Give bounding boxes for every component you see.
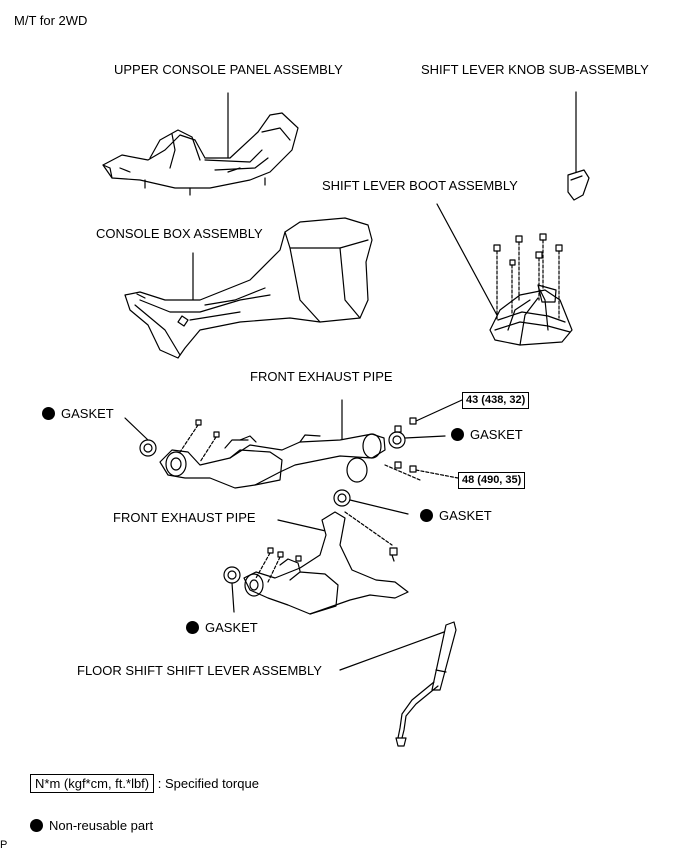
gasket-label-3: GASKET — [420, 508, 492, 523]
console-box-drawing — [124, 217, 373, 359]
variant-label: M/T for 2WD — [14, 13, 88, 28]
torque-legend-text: : Specified torque — [157, 776, 259, 791]
upper-console-panel-drawing — [102, 92, 299, 196]
non-reusable-dot-icon — [186, 621, 199, 634]
gasket-ring-3 — [333, 489, 409, 515]
non-reusable-legend: Non-reusable part — [30, 818, 153, 833]
non-reusable-dot-icon — [451, 428, 464, 441]
gasket-label-4: GASKET — [186, 620, 258, 635]
non-reusable-dot-icon — [42, 407, 55, 420]
torque-legend: N*m (kgf*cm, ft.*lbf) : Specified torque — [30, 774, 259, 793]
upper-console-panel-label: UPPER CONSOLE PANEL ASSEMBLY — [114, 62, 343, 77]
non-reusable-dot-icon — [30, 819, 43, 832]
torque-unit-box: N*m (kgf*cm, ft.*lbf) — [30, 774, 155, 793]
shift-knob-drawing — [567, 91, 590, 201]
front-exhaust-pipe-2-drawing — [223, 511, 409, 615]
floor-shift-lever-drawing — [339, 621, 457, 747]
gasket-label-1: GASKET — [42, 406, 114, 421]
torque-spec-1: 43 (438, 32) — [462, 392, 530, 409]
shift-knob-label: SHIFT LEVER KNOB SUB-ASSEMBLY — [421, 62, 649, 77]
console-box-label: CONSOLE BOX ASSEMBLY — [96, 226, 263, 241]
shift-boot-drawing — [436, 203, 573, 346]
gasket-label-2: GASKET — [451, 427, 523, 442]
front-exhaust-pipe-2-label: FRONT EXHAUST PIPE — [113, 510, 256, 525]
floor-shift-lever-label: FLOOR SHIFT SHIFT LEVER ASSEMBLY — [77, 663, 322, 678]
front-exhaust-pipe-1-label: FRONT EXHAUST PIPE — [250, 369, 393, 384]
front-exhaust-pipe-1-drawing — [124, 399, 463, 489]
shift-boot-label: SHIFT LEVER BOOT ASSEMBLY — [322, 178, 518, 193]
non-reusable-dot-icon — [420, 509, 433, 522]
footer-mark: P — [0, 839, 8, 851]
torque-spec-2: 48 (490, 35) — [458, 472, 526, 489]
